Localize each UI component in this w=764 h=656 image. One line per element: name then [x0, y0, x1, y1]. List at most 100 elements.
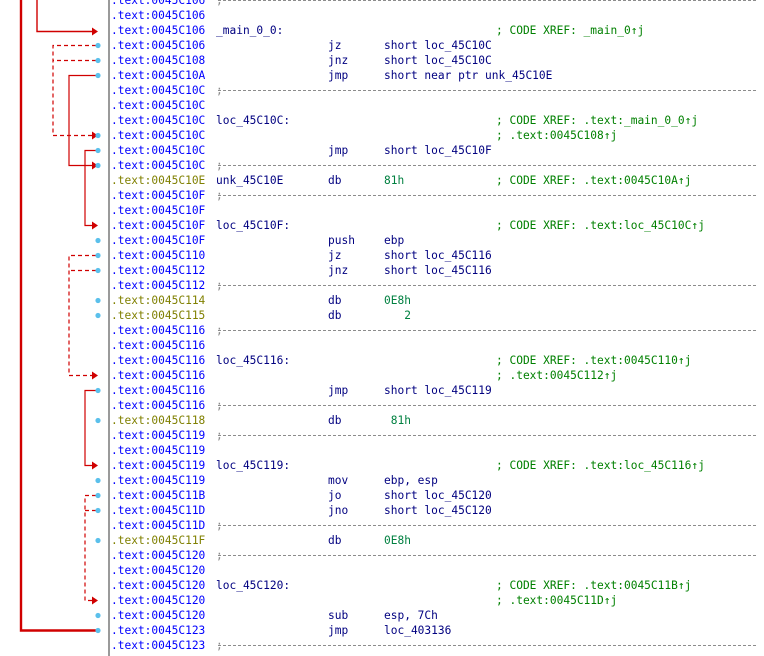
xref-comment[interactable]: ; .text:0045C108↑j — [496, 129, 618, 142]
mnemonic[interactable]: jmp — [328, 69, 349, 82]
mnemonic[interactable]: db — [328, 309, 342, 322]
xref-comment[interactable]: ; CODE XREF: .text:loc_45C116↑j — [496, 459, 705, 472]
address[interactable]: .text:0045C120 — [111, 594, 206, 607]
listing-row[interactable]: .text:0045C116; .text:0045C112↑j — [111, 368, 764, 383]
address[interactable]: .text:0045C106 — [111, 9, 206, 22]
listing-row[interactable]: .text:0045C120 — [111, 563, 764, 578]
operand[interactable]: ebp — [384, 234, 405, 247]
address[interactable]: .text:0045C110 — [111, 249, 206, 262]
listing-row[interactable]: .text:0045C10F push ebp — [111, 233, 764, 248]
mnemonic[interactable]: db — [328, 414, 342, 427]
mnemonic[interactable]: jnz — [328, 54, 349, 67]
address[interactable]: .text:0045C112 — [111, 279, 206, 292]
mnemonic[interactable]: db — [328, 174, 342, 187]
address[interactable]: .text:0045C11D — [111, 519, 206, 532]
address[interactable]: .text:0045C106 — [111, 39, 206, 52]
mnemonic[interactable]: sub — [328, 609, 349, 622]
listing-row[interactable]: .text:0045C116; — [111, 323, 764, 338]
operand[interactable]: short loc_45C120 — [384, 504, 492, 517]
code-label[interactable]: _main_0_0: — [216, 24, 284, 37]
address[interactable]: .text:0045C120 — [111, 549, 206, 562]
listing-row[interactable]: .text:0045C120; — [111, 548, 764, 563]
listing-row[interactable]: .text:0045C10C; — [111, 83, 764, 98]
mnemonic[interactable]: db — [328, 294, 342, 307]
address[interactable]: .text:0045C116 — [111, 399, 206, 412]
address[interactable]: .text:0045C119 — [111, 444, 206, 457]
address[interactable]: .text:0045C118 — [111, 414, 206, 427]
mnemonic[interactable]: push — [328, 234, 355, 247]
breakpoint-dot[interactable] — [95, 162, 101, 169]
operand[interactable]: short loc_45C10C — [384, 54, 492, 67]
address[interactable]: .text:0045C123 — [111, 639, 206, 652]
breakpoint-dot[interactable] — [95, 42, 101, 49]
address[interactable]: .text:0045C116 — [111, 339, 206, 352]
address[interactable]: .text:0045C120 — [111, 609, 206, 622]
listing-row[interactable]: .text:0045C116; — [111, 398, 764, 413]
listing-row[interactable]: .text:0045C106; — [111, 0, 764, 8]
mnemonic[interactable]: mov — [328, 474, 349, 487]
breakpoint-dot[interactable] — [95, 417, 101, 424]
breakpoint-dot[interactable] — [95, 537, 101, 544]
disassembly-listing[interactable]: .text:0045C106;.text:0045C106.text:0045C… — [111, 0, 764, 653]
operand[interactable]: short loc_45C116 — [384, 249, 492, 262]
xref-comment[interactable]: ; CODE XREF: _main_0↑j — [496, 24, 645, 37]
operand[interactable]: short loc_45C120 — [384, 489, 492, 502]
code-label[interactable]: loc_45C120: — [216, 579, 291, 592]
listing-row[interactable]: .text:0045C11D; — [111, 518, 764, 533]
mnemonic[interactable]: jz — [328, 249, 342, 262]
xref-comment[interactable]: ; .text:0045C112↑j — [496, 369, 618, 382]
breakpoint-dot[interactable] — [95, 492, 101, 499]
address[interactable]: .text:0045C11F — [111, 534, 206, 547]
address[interactable]: .text:0045C10F — [111, 234, 206, 247]
operand[interactable]: esp, 7Ch — [384, 609, 438, 622]
xref-comment[interactable]: ; .text:0045C11D↑j — [496, 594, 618, 607]
listing-row[interactable]: .text:0045C120 ; .text:0045C11D↑j — [111, 593, 764, 608]
code-label[interactable]: loc_45C119: — [216, 459, 291, 472]
operand[interactable]: 2 — [384, 309, 411, 322]
operand[interactable]: short loc_45C10C — [384, 39, 492, 52]
address[interactable]: .text:0045C10A — [111, 69, 206, 82]
operand[interactable]: 0E8h — [384, 534, 411, 547]
operand[interactable]: short loc_45C10F — [384, 144, 492, 157]
address[interactable]: .text:0045C123 — [111, 624, 206, 637]
mnemonic[interactable]: jno — [328, 504, 349, 517]
code-label[interactable]: loc_45C10C: — [216, 114, 291, 127]
breakpoint-dot[interactable] — [95, 312, 101, 319]
address[interactable]: .text:0045C119 — [111, 474, 206, 487]
listing-row[interactable]: .text:0045C110 jz short loc_45C116 — [111, 248, 764, 263]
address[interactable]: .text:0045C108 — [111, 54, 206, 67]
listing-row[interactable]: .text:0045C112; — [111, 278, 764, 293]
address[interactable]: .text:0045C10E — [111, 174, 206, 187]
xref-comment[interactable]: ; CODE XREF: .text:0045C11B↑j — [496, 579, 692, 592]
listing-row[interactable]: .text:0045C119 loc_45C119: ; CODE XREF: .t… — [111, 458, 764, 473]
listing-row[interactable]: .text:0045C10F; — [111, 188, 764, 203]
address[interactable]: .text:0045C114 — [111, 294, 206, 307]
listing-row[interactable]: .text:0045C123; — [111, 638, 764, 653]
listing-row[interactable]: .text:0045C108 jnz short loc_45C10C — [111, 53, 764, 68]
address[interactable]: .text:0045C11B — [111, 489, 206, 502]
listing-row[interactable]: .text:0045C106_main_0_0:; CODE XREF: _ma… — [111, 23, 764, 38]
address[interactable]: .text:0045C10C — [111, 159, 206, 172]
listing-row[interactable]: .text:0045C10F — [111, 203, 764, 218]
xref-comment[interactable]: ; CODE XREF: .text:0045C110↑j — [496, 354, 692, 367]
address[interactable]: .text:0045C119 — [111, 429, 206, 442]
address[interactable]: .text:0045C10F — [111, 219, 206, 232]
breakpoint-dot[interactable] — [95, 267, 101, 274]
listing-row[interactable]: .text:0045C120 sub esp, 7Ch — [111, 608, 764, 623]
breakpoint-dot[interactable] — [95, 237, 101, 244]
listing-row[interactable]: .text:0045C10C; — [111, 158, 764, 173]
mnemonic[interactable]: jmp — [328, 384, 349, 397]
mnemonic[interactable]: jmp — [328, 144, 349, 157]
address[interactable]: .text:0045C119 — [111, 459, 206, 472]
address[interactable]: .text:0045C10C — [111, 114, 206, 127]
mnemonic[interactable]: jz — [328, 39, 342, 52]
breakpoint-dot[interactable] — [95, 387, 101, 394]
address[interactable]: .text:0045C116 — [111, 324, 206, 337]
